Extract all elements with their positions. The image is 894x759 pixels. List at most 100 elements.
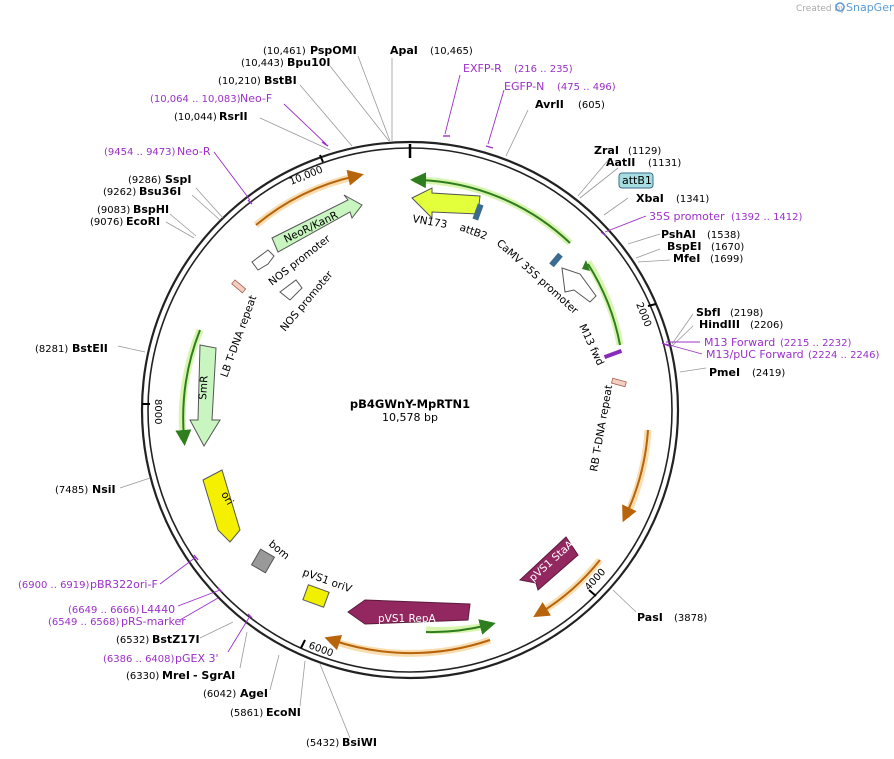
enzyme-aatii[interactable]: AatII — [606, 156, 635, 169]
primer-neo-f-range: (10,064 .. 10,083) — [150, 94, 241, 105]
enzyme-sspi-pos: (9286) — [128, 175, 161, 186]
enzyme-rsrii[interactable]: RsrII — [219, 110, 248, 123]
green-arc-bottom — [425, 619, 496, 635]
orange-arc-lr — [533, 559, 601, 618]
primer-m13puc-forward[interactable]: M13/pUC Forward — [706, 348, 804, 361]
attb2-site — [472, 203, 484, 221]
rb-repeat-site — [610, 377, 627, 388]
leader-lines — [117, 55, 707, 739]
orange-arc-bottom — [324, 635, 491, 655]
enzyme-xbai[interactable]: XbaI — [636, 192, 664, 205]
enzyme-bstz17i-pos: (6532) — [116, 635, 149, 646]
enzyme-bsphi[interactable]: BspHI — [133, 203, 169, 216]
attb2-label: attB2 — [458, 222, 489, 243]
orange-arc-right-bg — [622, 429, 652, 519]
enzyme-pmei-pos: (2419) — [752, 368, 785, 379]
enzyme-zrai-pos: (1129) — [628, 146, 661, 157]
primer-l4440[interactable]: L4440 — [141, 603, 175, 616]
enzyme-bpu10i[interactable]: Bpu10I — [287, 56, 331, 69]
enzyme-sgrai[interactable]: - SgrAI — [193, 669, 235, 682]
attb1-badge[interactable] — [618, 172, 654, 189]
tick-8000: 8000 — [152, 399, 163, 424]
primer-pbr322ori-f[interactable]: pBR322ori-F — [90, 578, 158, 591]
enzyme-bsu36i[interactable]: Bsu36I — [139, 185, 181, 198]
neor-feature[interactable] — [271, 194, 363, 253]
enzyme-bsiwi-pos: (5432) — [306, 738, 339, 749]
enzyme-bsteii[interactable]: BstEII — [72, 342, 108, 355]
vn173-feature[interactable] — [411, 187, 481, 220]
enzyme-pspomi[interactable]: PspOMI — [310, 44, 357, 57]
enzyme-bstz17i[interactable]: BstZ17I — [152, 633, 200, 646]
primer-m13puc-forward-range: (2224 .. 2246) — [808, 350, 880, 361]
smr-label: SmR — [197, 375, 211, 400]
bom-feature[interactable] — [250, 548, 276, 574]
primer-35s-range: (1392 .. 1412) — [731, 212, 803, 223]
enzyme-sbfi[interactable]: SbfI — [696, 306, 721, 319]
enzyme-avrii-pos: (605) — [578, 100, 605, 111]
enzyme-aatii-pos: (1131) — [648, 158, 681, 169]
brand-name: SnapGene — [846, 1, 894, 14]
enzyme-nsii[interactable]: NsiI — [92, 483, 116, 496]
backbone-outer — [140, 140, 680, 680]
attb1-site — [549, 252, 563, 268]
nos-promoter-2-feature[interactable] — [279, 279, 303, 301]
primer-prs-marker[interactable]: pRS-marker — [121, 615, 186, 628]
enzyme-econi-pos: (5861) — [230, 708, 263, 719]
primer-labels: EXFP-R (216 .. 235) EGFP-N (475 .. 496) … — [18, 62, 880, 665]
enzyme-labels: (10,461) PspOMI (10,443) Bpu10I (10,210)… — [35, 44, 785, 749]
pvs1-repa-label: pVS1 RepA — [378, 613, 436, 625]
camv-promoter-feature[interactable] — [561, 267, 597, 303]
enzyme-zrai[interactable]: ZraI — [594, 144, 619, 157]
created-by-text: Created by — [796, 4, 846, 14]
enzyme-hindiii[interactable]: HindIII — [699, 318, 740, 331]
enzyme-pspomi-pos: (10,461) — [263, 46, 306, 57]
enzyme-mrei[interactable]: MreI — [162, 669, 190, 682]
primer-m13-forward[interactable]: M13 Forward — [704, 336, 775, 349]
enzyme-agei[interactable]: AgeI — [240, 687, 268, 700]
plasmid-name: pB4GWnY-MpRTN1 — [350, 397, 470, 411]
primer-neo-r-range: (9454 .. 9473) — [104, 147, 176, 158]
smr-feature[interactable] — [189, 344, 221, 448]
ori-feature[interactable] — [202, 469, 241, 543]
primer-prs-marker-range: (6549 .. 6568) — [48, 617, 120, 628]
pvs1-oriv-feature[interactable] — [302, 584, 330, 608]
primer-pgex3[interactable]: pGEX 3' — [175, 652, 219, 665]
enzyme-pmei[interactable]: PmeI — [709, 366, 740, 379]
enzyme-irei-pos: (6330) — [126, 671, 159, 682]
enzyme-bstbi-pos: (10,210) — [218, 76, 261, 87]
pvs1-staa-feature[interactable] — [518, 536, 579, 591]
enzyme-sspi[interactable]: SspI — [165, 173, 191, 186]
enzyme-apai-pos: (10,465) — [430, 46, 473, 57]
enzyme-apai[interactable]: ApaI — [390, 44, 418, 57]
primer-35s[interactable]: 35S promoter — [649, 210, 725, 223]
pvs1-repa-feature[interactable] — [347, 599, 471, 625]
enzyme-mfei[interactable]: MfeI — [673, 252, 700, 265]
enzyme-pshai[interactable]: PshAI — [661, 228, 696, 241]
primer-egfp-n[interactable]: EGFP-N — [504, 80, 544, 93]
primer-exfp-r[interactable]: EXFP-R — [463, 62, 502, 75]
nos-promoter-1-feature[interactable] — [251, 249, 275, 271]
enzyme-pasi[interactable]: PasI — [637, 611, 663, 624]
primer-neo-r[interactable]: Neo-R — [177, 145, 211, 158]
orange-arc-tl-bg — [253, 172, 359, 228]
enzyme-mfei-pos: (1699) — [710, 254, 743, 265]
primer-leader-lines — [159, 74, 703, 653]
enzyme-bspei[interactable]: BspEI — [667, 240, 701, 253]
enzyme-ecori[interactable]: EcoRI — [126, 215, 160, 228]
enzyme-bspei-pos: (1670) — [711, 242, 744, 253]
enzyme-pshai-pos: (1538) — [707, 230, 740, 241]
lb-repeat-site — [231, 279, 247, 294]
enzyme-bsiwi[interactable]: BsiWI — [342, 736, 377, 749]
enzyme-econi[interactable]: EcoNI — [266, 706, 301, 719]
enzyme-avrii[interactable]: AvrII — [535, 98, 564, 111]
enzyme-nsii-pos: (7485) — [55, 485, 88, 496]
primer-l4440-range: (6649 .. 6666) — [68, 605, 140, 616]
enzyme-bstbi[interactable]: BstBI — [264, 74, 297, 87]
m13fwd-site — [603, 349, 623, 359]
neor-label: NeoR/KanR — [282, 209, 340, 246]
primer-m13-forward-range: (2215 .. 2232) — [780, 338, 852, 349]
primer-neo-f[interactable]: Neo-F — [240, 92, 272, 105]
plasmid-size: 10,578 bp — [382, 411, 438, 424]
green-arc-left — [175, 329, 201, 446]
